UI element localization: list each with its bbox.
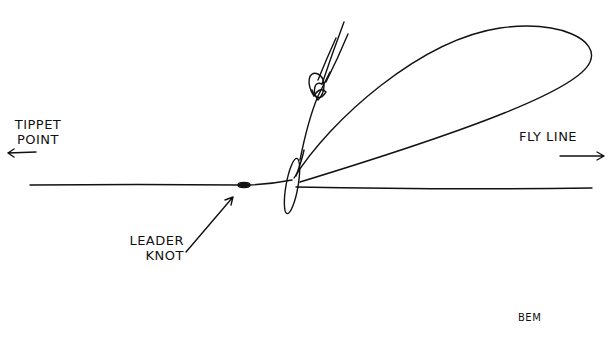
signature: BEM	[518, 312, 568, 324]
fly-hook	[300, 72, 330, 160]
loop-stem	[296, 150, 304, 176]
fly-wing	[318, 22, 348, 84]
right-arrow	[560, 152, 604, 160]
tippet-line	[30, 184, 238, 186]
knot-label: LEADER KNOT	[104, 234, 184, 264]
leader-knot	[238, 182, 250, 187]
fly-hackle	[312, 90, 326, 98]
fly-line	[296, 187, 592, 189]
left-arrow	[8, 149, 36, 157]
leader-pointer	[186, 197, 233, 252]
line-end-label: TIPPET POINT	[6, 118, 70, 148]
line-end-label: FLY LINE	[519, 130, 609, 145]
line-loop	[294, 26, 592, 182]
